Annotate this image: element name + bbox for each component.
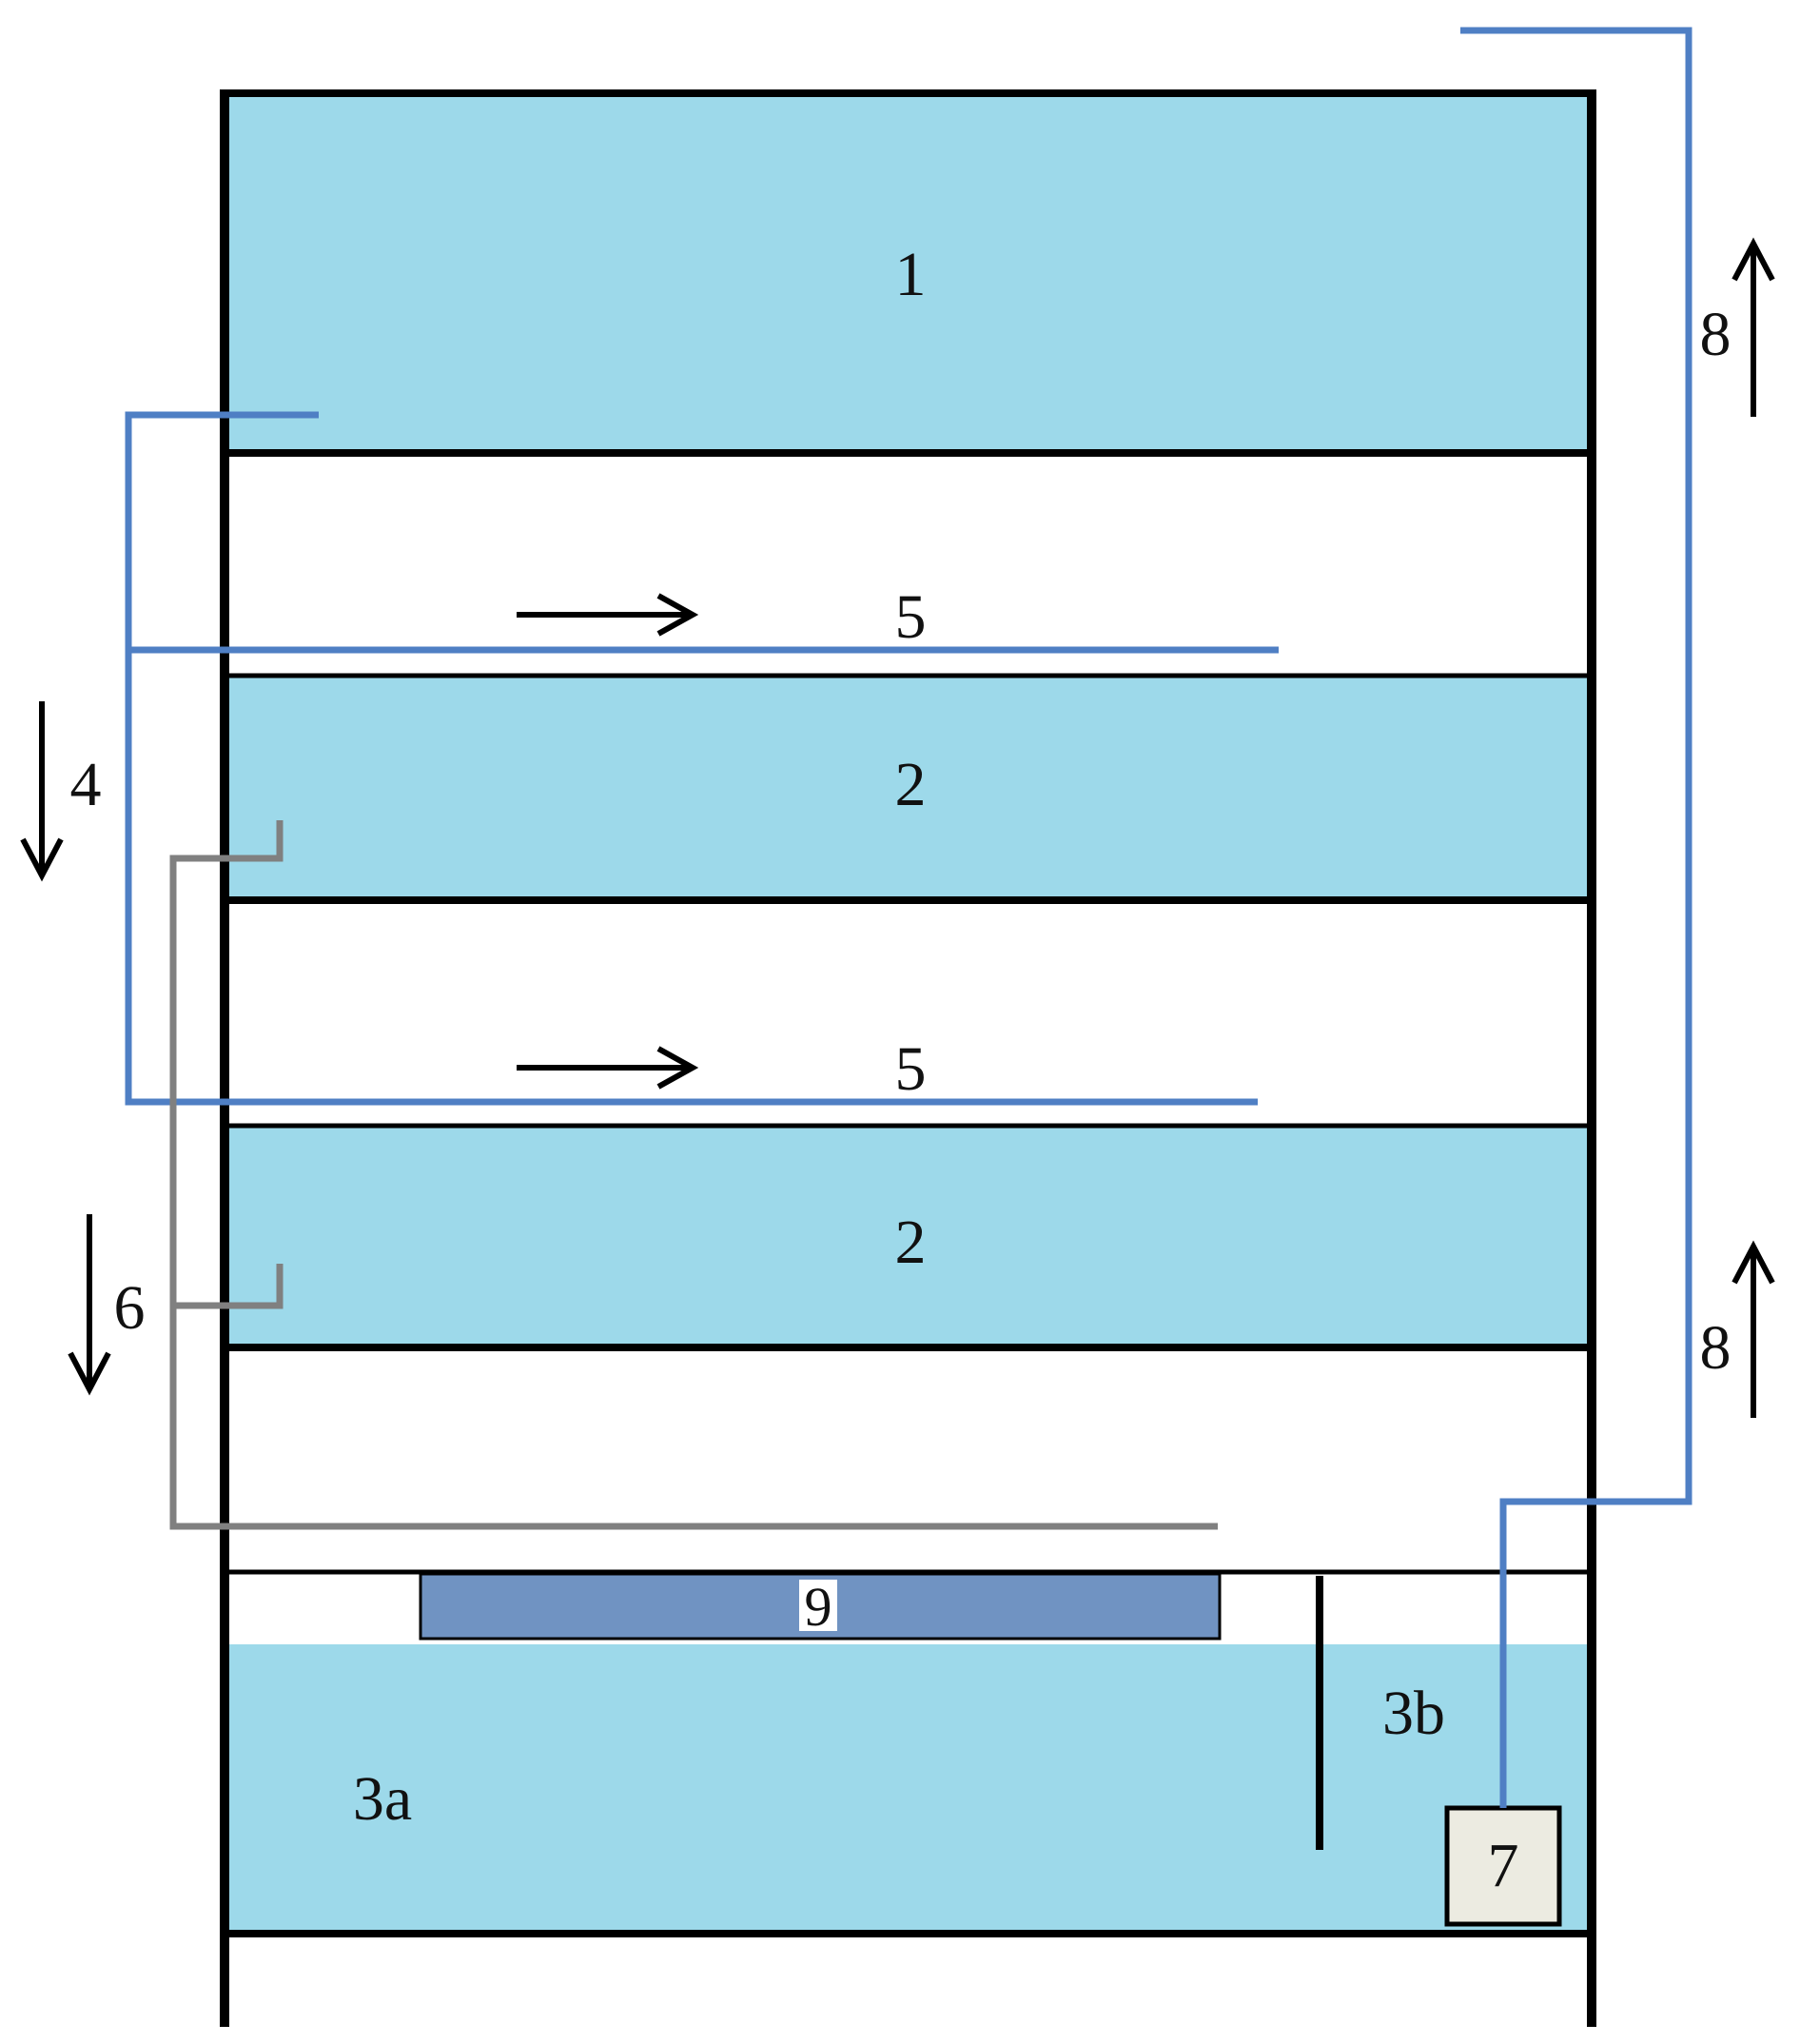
label-tank-2a: 2 xyxy=(895,750,927,819)
label-flow-6: 6 xyxy=(114,1273,146,1343)
label-sump-3a: 3a xyxy=(353,1764,412,1834)
arrow-right-lower xyxy=(517,1046,699,1090)
gray-drain-inlet-lower xyxy=(173,1264,284,1309)
arrow-up-8-bottom xyxy=(1732,1240,1775,1418)
label-tank-2b: 2 xyxy=(895,1208,927,1277)
arrow-right-upper xyxy=(517,593,699,637)
label-flow-4: 4 xyxy=(70,750,102,819)
filter-label-bg xyxy=(799,1580,837,1631)
label-pump: 7 xyxy=(1488,1831,1519,1900)
tank-2a-water xyxy=(225,676,1592,900)
label-sump-3b: 3b xyxy=(1382,1679,1445,1748)
blue-drain-pipe xyxy=(125,411,1258,1106)
label-filter: 9 xyxy=(805,1576,832,1638)
label-channel-lower: 5 xyxy=(895,1034,927,1104)
arrow-down-4 xyxy=(20,701,64,882)
arrow-down-6 xyxy=(68,1214,111,1396)
label-tank-1: 1 xyxy=(895,240,927,309)
gray-drain-pipe xyxy=(169,820,1218,1530)
arrow-up-8-top xyxy=(1732,237,1775,417)
tank-2b-water xyxy=(225,1126,1592,1347)
sump-water xyxy=(225,1644,1592,1934)
blue-return-pipe xyxy=(1460,27,1692,1808)
label-channel-upper: 5 xyxy=(895,582,927,652)
tank-1-water xyxy=(225,93,1592,453)
label-flow-8-top: 8 xyxy=(1700,300,1732,369)
label-flow-8-bottom: 8 xyxy=(1700,1313,1732,1383)
pump-box xyxy=(1444,1805,1562,1927)
